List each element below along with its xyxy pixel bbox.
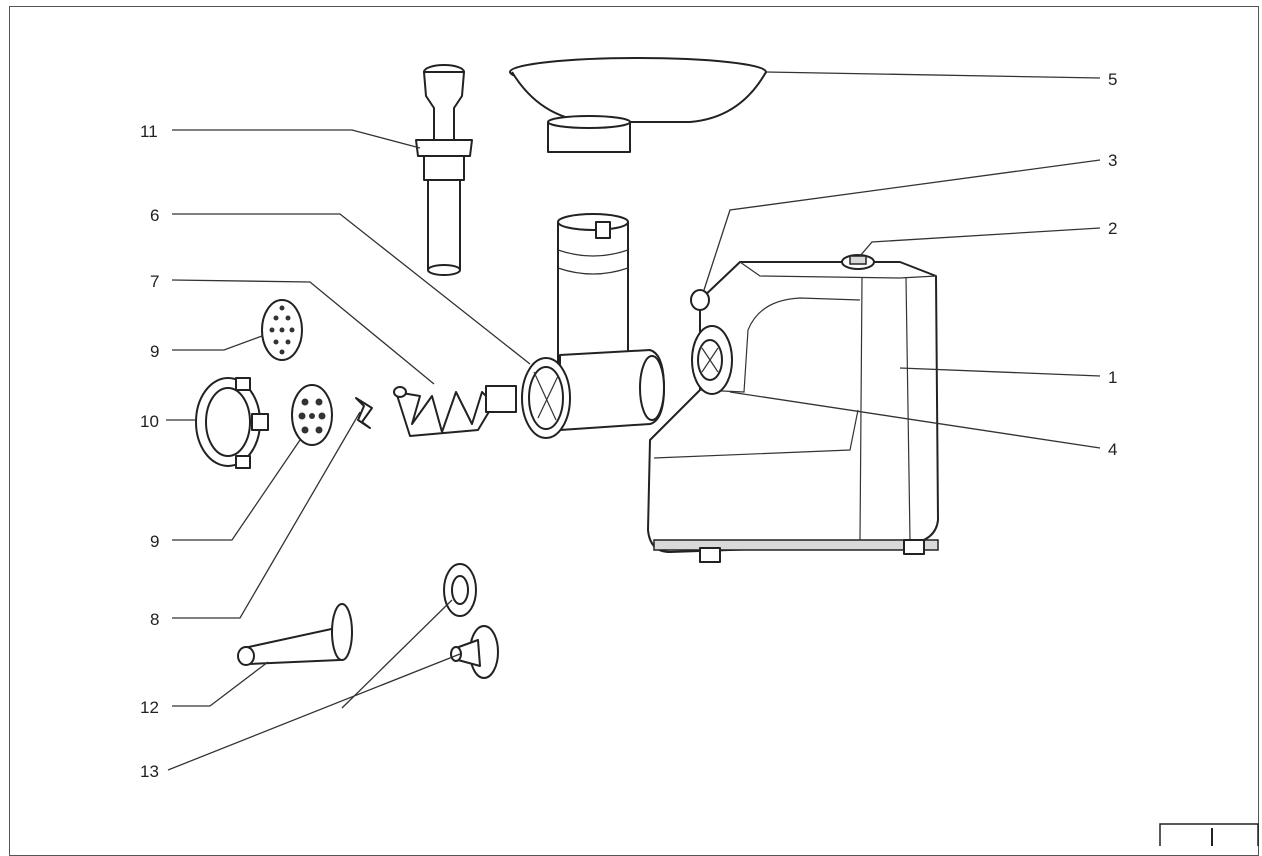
- callout-12: 12: [140, 698, 159, 717]
- callout-6: 6: [150, 206, 159, 225]
- leader-lines: [166, 71, 1101, 771]
- callout-3: 3: [1108, 151, 1117, 170]
- callout-13: 13: [140, 762, 159, 781]
- callout-9-lower: 9: [150, 532, 159, 551]
- callout-1: 1: [1108, 368, 1117, 387]
- callout-2: 2: [1108, 219, 1117, 238]
- part-cutting-blade: [355, 397, 373, 429]
- part-kebbe-attachment: [443, 563, 499, 679]
- callout-4: 4: [1108, 440, 1117, 459]
- callout-9-upper: 9: [150, 342, 159, 361]
- callout-10: 10: [140, 412, 159, 431]
- part-food-pusher: [415, 64, 473, 276]
- part-screw-ring: [195, 377, 269, 469]
- part-power-switch: [841, 254, 875, 270]
- part-sausage-nozzle: [237, 603, 353, 666]
- part-auger: [393, 385, 517, 437]
- part-reverse-button: [690, 289, 710, 311]
- part-grinding-plate-fine: [261, 299, 303, 361]
- part-grinder-head: [557, 213, 665, 431]
- corner-page-box: [1159, 823, 1259, 846]
- callout-5: 5: [1108, 70, 1117, 89]
- callout-labels: 1 2 3 4 5 6 7 8 9 9 10 11 12 13: [140, 70, 1117, 781]
- callout-11: 11: [140, 122, 158, 141]
- callout-8: 8: [150, 610, 159, 629]
- part-locking-ring: [521, 357, 571, 439]
- part-motor-outlet: [691, 325, 733, 395]
- part-hopper-tray: [509, 57, 767, 153]
- part-motor-housing: [647, 261, 939, 563]
- part-grinding-plate-coarse: [291, 384, 333, 446]
- callout-7: 7: [150, 272, 159, 291]
